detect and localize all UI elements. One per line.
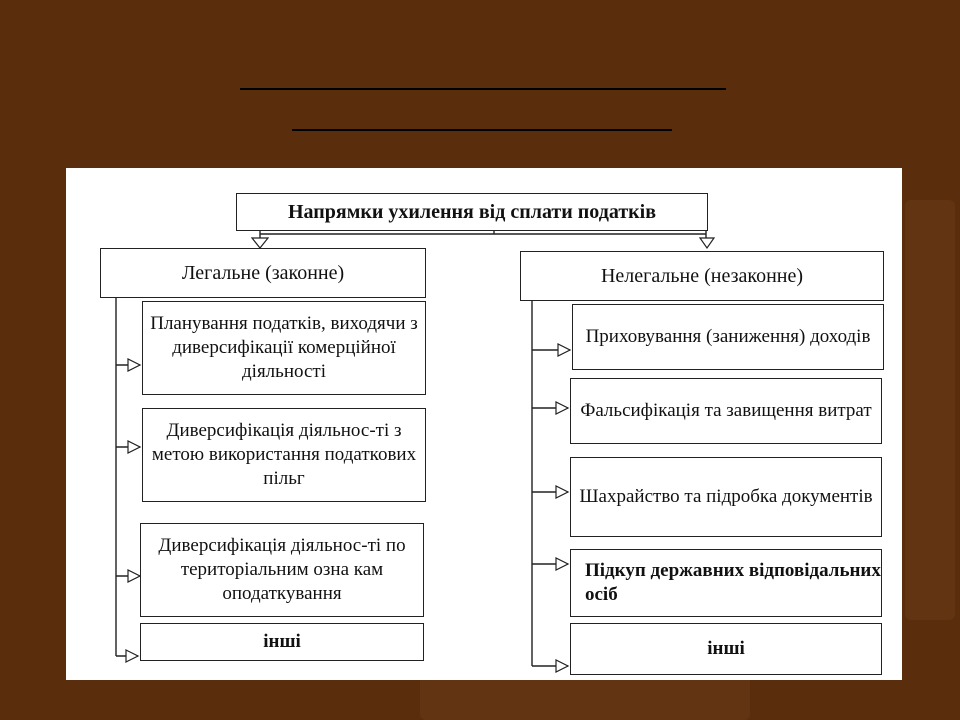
illegal-item-text: Приховування (заниження) доходів (585, 326, 871, 348)
illegal-item-box: Приховування (заниження) доходів (572, 304, 884, 370)
legal-item-box: Диверсифікація діяльнос-ті з метою викор… (142, 408, 426, 502)
diagram-title: Напрямки ухилення від сплати податків (287, 200, 657, 223)
arrowhead (127, 569, 142, 583)
illegal-item-text: Шахрайство та підробка документів (579, 486, 873, 508)
title-placeholder-line-2 (292, 129, 672, 131)
illegal-heading-box: Нелегальне (незаконне) (520, 251, 884, 301)
diagram-connectors (115, 224, 716, 673)
illegal-item-box: Підкуп державних відповідальних осіб (570, 549, 882, 617)
legal-item-text: Планування податків, виходячи з диверсиф… (150, 313, 418, 382)
legal-heading: Легальне (законне) (181, 261, 345, 284)
legal-item-text: Диверсифікація діяльнос-ті з метою викор… (151, 420, 417, 489)
arrowhead (555, 485, 570, 499)
legal-item-box: Планування податків, виходячи з диверсиф… (142, 301, 426, 395)
illegal-item-box: Фальсифікація та завищення витрат (570, 378, 882, 444)
arrowhead (555, 401, 570, 415)
diagram-title-box: Напрямки ухилення від сплати податків (236, 193, 708, 231)
arrowhead (555, 557, 570, 571)
illegal-item-text: інші (707, 638, 745, 660)
legal-item-box: інші (140, 623, 424, 661)
arrowhead (125, 649, 140, 663)
illegal-item-text: Підкуп державних відповідальних осіб (585, 560, 881, 605)
illegal-heading: Нелегальне (незаконне) (600, 264, 804, 287)
illegal-item-text: Фальсифікація та завищення витрат (580, 400, 872, 422)
arrowhead (127, 440, 142, 454)
legal-item-text: Диверсифікація діяльнос-ті по територіал… (158, 535, 406, 604)
arrowhead (250, 237, 270, 249)
legal-item-box: Диверсифікація діяльнос-ті по територіал… (140, 523, 424, 617)
arrowhead (698, 237, 716, 250)
legal-heading-box: Легальне (законне) (100, 248, 426, 298)
illegal-item-box: інші (570, 623, 882, 675)
title-placeholder-line-1 (240, 88, 726, 90)
decorative-background-shape (905, 200, 955, 620)
illegal-item-box: Шахрайство та підробка документів (570, 457, 882, 537)
legal-item-text: інші (263, 631, 301, 653)
arrowhead (127, 358, 142, 372)
arrowhead (555, 659, 570, 673)
diagram-panel: Напрямки ухилення від сплати податків Ле… (66, 168, 902, 680)
arrowhead (557, 343, 572, 357)
